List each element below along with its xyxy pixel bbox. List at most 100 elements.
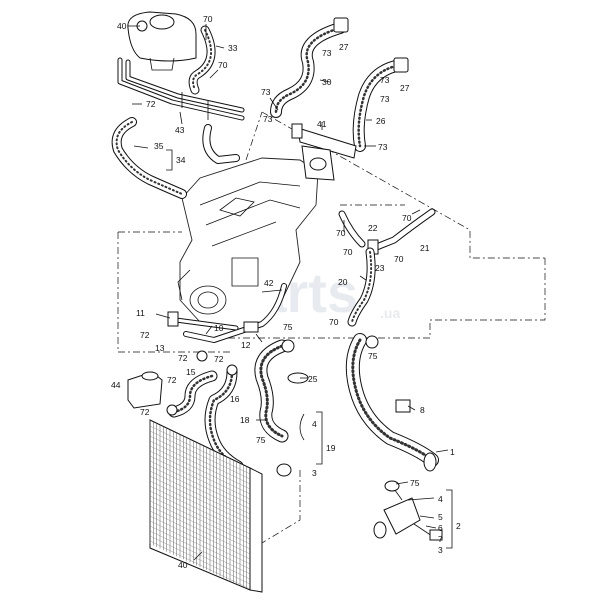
radiator-core-line (149, 490, 251, 540)
reservoir-44 (127, 371, 163, 409)
expansion-tank (127, 11, 197, 71)
pipe-assembly-43 (117, 57, 245, 121)
callout-73: 73 (380, 94, 390, 104)
callout-75: 75 (283, 322, 293, 332)
radiator-core-line (149, 525, 251, 575)
callout-72: 72 (140, 407, 150, 417)
callout-4: 4 (438, 494, 443, 504)
callout-22: 22 (368, 223, 378, 233)
radiator-core-line (149, 520, 251, 570)
radiator-core-line (149, 445, 251, 495)
callout-40: 40 (117, 21, 127, 31)
callout-5: 5 (438, 512, 443, 522)
callout-75: 75 (256, 435, 266, 445)
callout-75: 75 (410, 478, 420, 488)
clips (136, 20, 437, 492)
callout-10: 10 (214, 323, 224, 333)
hose-25-18 (254, 339, 309, 443)
callout-34: 34 (176, 155, 186, 165)
radiator-core-line (149, 425, 251, 475)
callout-73: 73 (263, 114, 273, 124)
callout-70: 70 (203, 14, 213, 24)
callout-27: 27 (400, 83, 410, 93)
callout-73: 73 (380, 75, 390, 85)
pipe-42-10 (167, 283, 287, 343)
radiator-core-line (149, 470, 251, 520)
callout-72: 72 (146, 99, 156, 109)
callout-73: 73 (322, 48, 332, 58)
coolant-flange-41 (291, 123, 357, 181)
radiator-core-line (149, 430, 251, 480)
radiator-core-line (149, 535, 251, 585)
callout-72: 72 (140, 330, 150, 340)
watermark-sub: .ua (380, 305, 400, 321)
callout-70: 70 (402, 213, 412, 223)
radiator-core-line (149, 460, 251, 510)
radiator-core-line (149, 480, 251, 530)
callout-42: 42 (264, 278, 274, 288)
hose-34 (111, 117, 240, 199)
callout-6: 6 (438, 523, 443, 533)
callout-73: 73 (261, 87, 271, 97)
callout-3: 3 (312, 468, 317, 478)
radiator-core-line (149, 475, 251, 525)
callout-20: 20 (338, 277, 348, 287)
callout-21: 21 (420, 243, 430, 253)
callout-13: 13 (155, 343, 165, 353)
hose-33 (188, 25, 216, 95)
radiator-40 (149, 419, 263, 593)
callout-11: 11 (136, 308, 145, 318)
callout-35: 35 (154, 141, 164, 151)
callout-70: 70 (394, 254, 404, 264)
callout-2: 2 (456, 521, 461, 531)
callout-labels: 40 70 33 70 72 43 35 34 73 27 73 30 73 4… (111, 14, 461, 570)
callout-8: 8 (420, 405, 425, 415)
callout-27: 27 (339, 42, 349, 52)
callout-72: 72 (178, 353, 188, 363)
hose-22-21 (338, 208, 436, 255)
callout-3: 3 (438, 545, 443, 555)
callout-70: 70 (329, 317, 339, 327)
hose-20 (347, 247, 376, 327)
callout-12: 12 (241, 340, 251, 350)
hose-1 (345, 333, 439, 467)
coolant-pipe-2 (373, 485, 443, 541)
radiator-core-line (149, 455, 251, 505)
callout-43: 43 (175, 125, 185, 135)
callout-26: 26 (376, 116, 386, 126)
callout-72: 72 (214, 354, 224, 364)
radiator-core-line (149, 435, 251, 485)
callout-25: 25 (308, 374, 318, 384)
callout-30: 30 (322, 77, 332, 87)
radiator-core-line (149, 505, 251, 555)
callout-44: 44 (111, 380, 121, 390)
callout-75: 75 (368, 351, 378, 361)
radiator-core-line (149, 510, 251, 560)
radiator-core-line (149, 450, 251, 500)
leader-lines (128, 24, 453, 561)
radiator-core-line (149, 440, 251, 490)
callout-40: 40 (178, 560, 188, 570)
callout-70: 70 (343, 247, 353, 257)
callout-73: 73 (378, 142, 388, 152)
callout-7: 7 (438, 534, 443, 544)
radiator-core-line (149, 540, 251, 590)
radiator-core-line (149, 500, 251, 550)
callout-16: 16 (230, 394, 240, 404)
callout-70: 70 (218, 60, 228, 70)
radiator-core-line (149, 530, 251, 580)
callout-33: 33 (228, 43, 238, 53)
callout-72: 72 (167, 375, 177, 385)
callout-70: 70 (336, 228, 346, 238)
callout-41: 41 (317, 119, 327, 129)
callout-18: 18 (240, 415, 250, 425)
radiator-core-line (149, 495, 251, 545)
callout-4: 4 (312, 419, 317, 429)
radiator-core-line (149, 485, 251, 535)
callout-19: 19 (326, 443, 336, 453)
hose-26 (352, 57, 409, 152)
callout-15: 15 (186, 367, 196, 377)
callout-1: 1 (450, 447, 455, 457)
callout-23: 23 (375, 263, 385, 273)
